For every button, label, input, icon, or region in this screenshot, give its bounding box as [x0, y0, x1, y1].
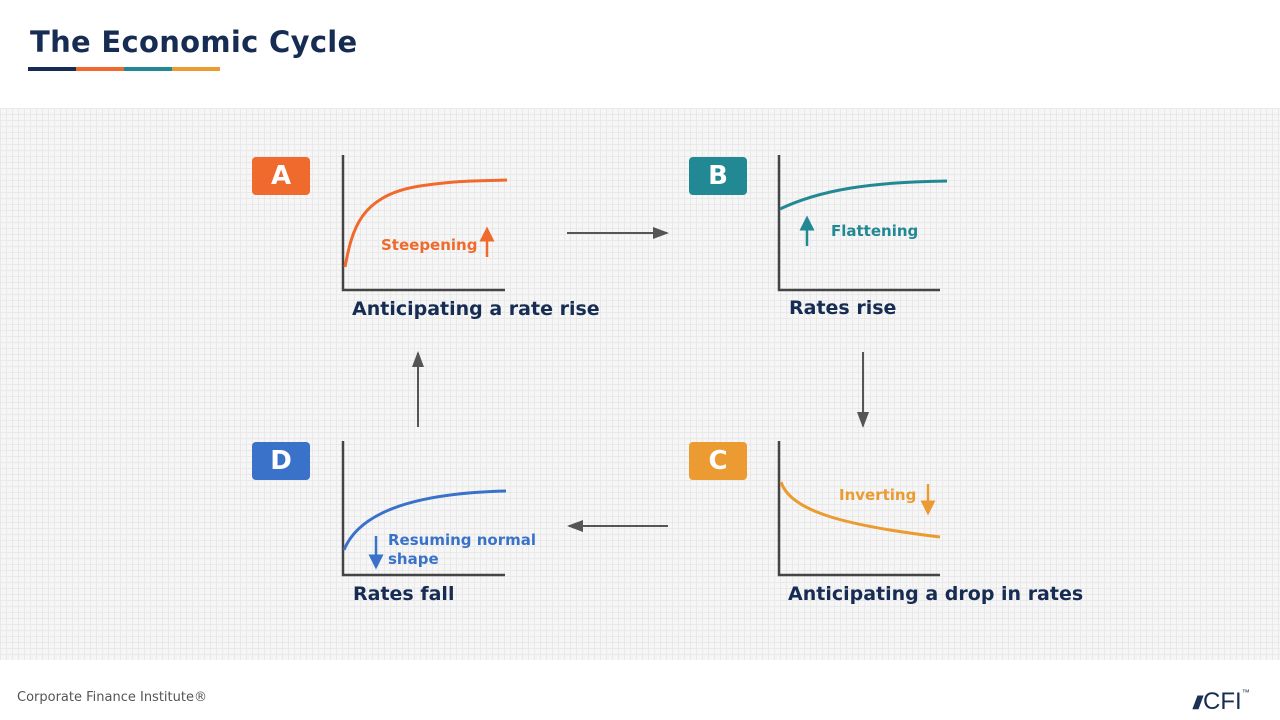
stage-caption-c: Anticipating a drop in rates	[788, 583, 1084, 605]
curve-label-b: Flattening	[831, 222, 919, 240]
stage-badge-a: A	[252, 157, 310, 195]
title-underline-navy	[28, 67, 76, 71]
axes-d	[341, 441, 505, 577]
curve-a	[343, 178, 508, 268]
stage-badge-c: C	[689, 442, 747, 480]
diagram-background	[0, 108, 1280, 660]
axes-c	[777, 441, 940, 577]
curve-label-d-line2: shape	[388, 550, 439, 568]
logo-trademark: ™	[1241, 688, 1250, 697]
curve-label-d-line1: Resuming normal	[388, 531, 537, 549]
axes-a	[341, 155, 505, 292]
curve-label-a: Steepening	[381, 236, 478, 254]
curve-d	[342, 489, 507, 551]
stage-badge-b: B	[689, 157, 747, 195]
title-underline-gold	[172, 67, 220, 71]
title-underline-teal	[124, 67, 172, 71]
curve-label-c: Inverting	[839, 486, 917, 504]
stage-caption-d: Rates fall	[353, 583, 455, 605]
stage-badge-d: D	[252, 442, 310, 480]
axes-b	[777, 155, 940, 292]
logo-text: CFI	[1203, 688, 1242, 715]
stage-caption-b: Rates rise	[789, 297, 897, 319]
footer-text: Corporate Finance Institute®	[17, 690, 207, 705]
curve-b	[779, 179, 948, 211]
cfi-logo: ///CFI™	[1193, 688, 1250, 716]
page-title: The Economic Cycle	[30, 25, 358, 59]
stage-caption-a: Anticipating a rate rise	[352, 298, 600, 320]
title-underline-orange	[76, 67, 124, 71]
logo-mark-icon: ///	[1193, 693, 1202, 713]
curve-c	[779, 481, 941, 539]
